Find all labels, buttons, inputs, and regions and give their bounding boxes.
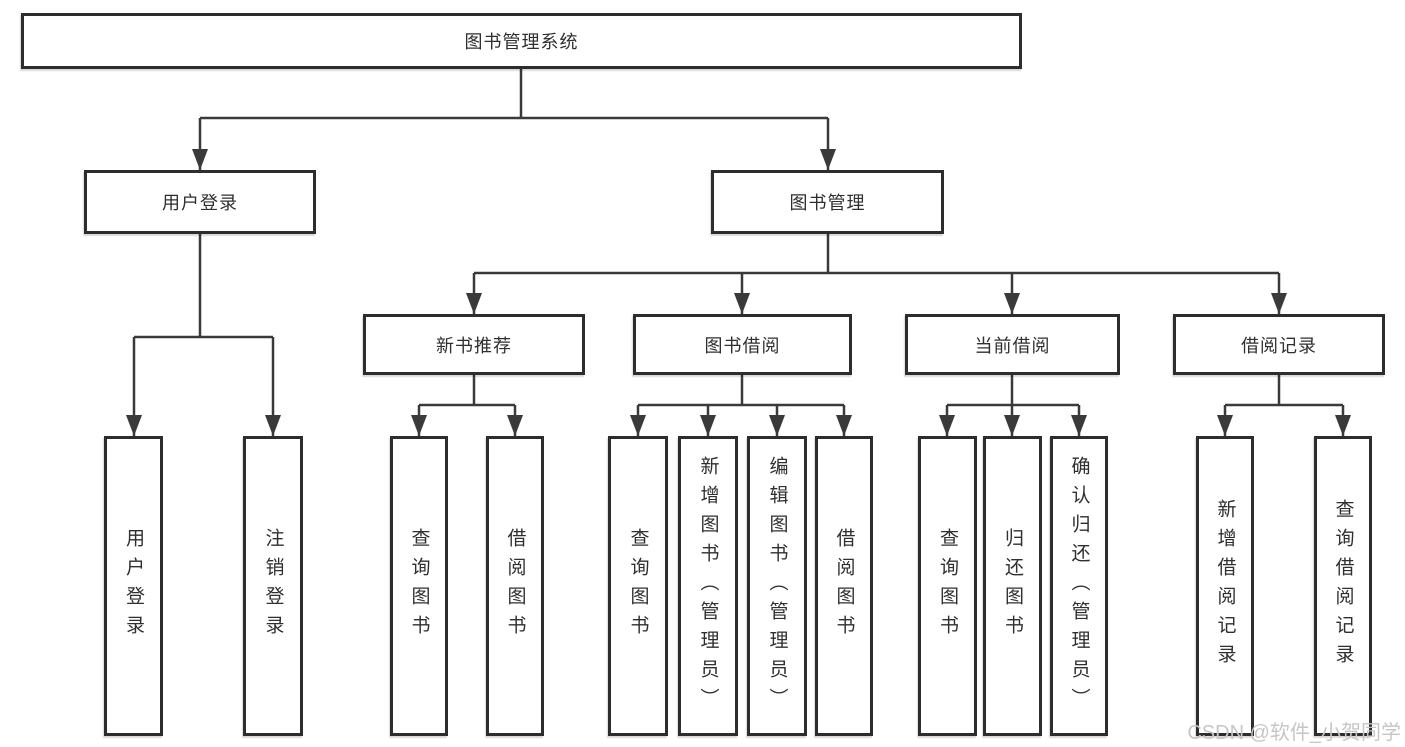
- leaf-recommend-borrow-books: 借阅图书: [486, 436, 544, 736]
- leaf-label: 查询借阅记录: [1332, 499, 1354, 673]
- node-library-management-system: 图书管理系统: [21, 13, 1022, 69]
- node-label: 当前借阅: [974, 335, 1051, 356]
- arrow-icon: [700, 415, 716, 436]
- arrow-icon: [1004, 415, 1020, 436]
- connector-login-to-leaves: [132, 234, 275, 436]
- arrow-icon: [265, 415, 281, 436]
- leaf-label: 查询图书: [408, 528, 430, 644]
- leaf-borrow-borrow-books: 借阅图书: [815, 436, 873, 736]
- leaf-label: 新增借阅记录: [1214, 499, 1236, 673]
- node-label: 图书管理系统: [464, 32, 579, 52]
- arrow-icon: [939, 415, 955, 436]
- leaf-borrow-add-books-admin: 新增图书（管理员）: [678, 436, 738, 736]
- leaf-label: 借阅图书: [504, 528, 526, 644]
- connector-record-to-leaves: [1223, 374, 1345, 436]
- arrowheads: [126, 149, 1351, 436]
- leaf-records-add-record: 新增借阅记录: [1196, 436, 1254, 736]
- arrow-icon: [1217, 415, 1233, 436]
- leaf-current-confirm-return-admin: 确认归还（管理员）: [1050, 436, 1108, 736]
- arrow-icon: [126, 415, 142, 436]
- leaf-label: 借阅图书: [833, 528, 855, 644]
- leaf-label: 编辑图书（管理员）: [766, 455, 788, 717]
- leaf-label: 查询图书: [937, 528, 958, 644]
- arrow-icon: [836, 415, 852, 436]
- arrow-icon: [411, 415, 427, 436]
- leaf-logout: 注销登录: [243, 436, 303, 736]
- connector-root-to-level2: [198, 68, 830, 170]
- node-book-borrowing: 图书借阅: [633, 314, 852, 375]
- leaf-label: 注销登录: [262, 528, 284, 644]
- connector-recommend-to-leaves: [417, 374, 517, 436]
- node-new-book-recommendation: 新书推荐: [363, 314, 585, 375]
- arrow-icon: [1004, 293, 1020, 314]
- arrow-icon: [1335, 415, 1351, 436]
- leaf-records-query-record: 查询借阅记录: [1314, 436, 1372, 736]
- connector-borrow-to-leaves: [636, 374, 846, 436]
- leaf-current-return-books: 归还图书: [983, 436, 1042, 736]
- leaf-recommend-query-books: 查询图书: [390, 436, 448, 736]
- leaf-user-login: 用户登录: [104, 436, 163, 736]
- node-label: 图书借阅: [704, 335, 781, 356]
- leaf-label: 查询图书: [627, 528, 649, 644]
- leaf-label: 归还图书: [1002, 528, 1023, 644]
- arrow-icon: [769, 415, 785, 436]
- node-book-management: 图书管理: [711, 170, 944, 234]
- node-current-borrowing: 当前借阅: [905, 314, 1120, 375]
- arrow-icon: [466, 293, 482, 314]
- arrow-icon: [1271, 293, 1287, 314]
- leaf-label: 用户登录: [123, 528, 144, 644]
- arrow-icon: [630, 415, 646, 436]
- node-label: 新书推荐: [436, 335, 512, 356]
- node-borrowing-records: 借阅记录: [1173, 314, 1385, 375]
- leaf-borrow-edit-books-admin: 编辑图书（管理员）: [747, 436, 807, 736]
- connector-management-to-level3: [472, 234, 1281, 314]
- leaf-current-query-books: 查询图书: [918, 436, 977, 736]
- node-label: 借阅记录: [1241, 335, 1317, 356]
- arrow-icon: [192, 149, 208, 170]
- leaf-label: 新增图书（管理员）: [697, 455, 719, 717]
- arrow-icon: [1071, 415, 1087, 436]
- leaf-label: 确认归还（管理员）: [1068, 455, 1090, 717]
- leaf-borrow-query-books: 查询图书: [608, 436, 668, 736]
- watermark: CSDN @软件_小贺同学: [1187, 722, 1401, 744]
- arrow-icon: [507, 415, 523, 436]
- arrow-icon: [820, 149, 836, 170]
- arrow-icon: [734, 293, 750, 314]
- node-label: 图书管理: [789, 193, 866, 213]
- node-user-login: 用户登录: [84, 170, 316, 234]
- node-label: 用户登录: [162, 193, 238, 213]
